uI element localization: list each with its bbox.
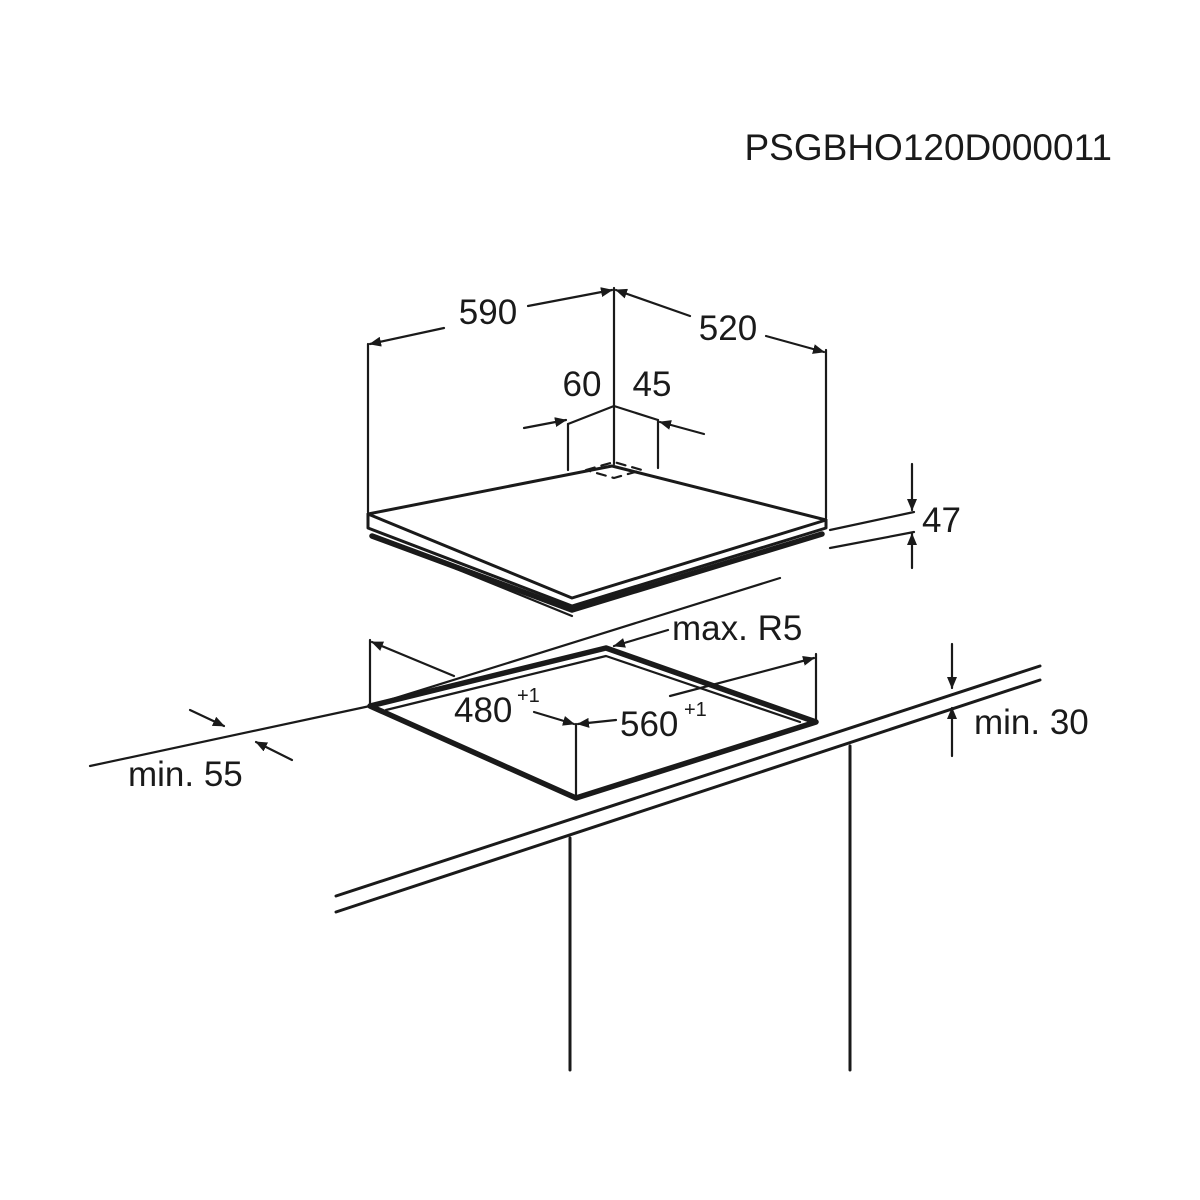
front-clearance-label: min. 55 <box>128 755 243 794</box>
cutout-dimension-lines <box>188 628 957 762</box>
depth-label: 520 <box>699 309 757 348</box>
cutout-width-tolerance: +1 <box>684 699 707 721</box>
worktop-thickness-label: min. 30 <box>974 703 1089 742</box>
inset-right-label: 45 <box>633 365 672 404</box>
cutout-depth-label: 480 <box>454 691 512 730</box>
document-code: PSGBHO120D000011 <box>745 127 1113 168</box>
height-label: 47 <box>922 501 961 540</box>
width-label: 590 <box>459 293 517 332</box>
worktop-cutout <box>367 638 819 801</box>
cutout-depth-tolerance: +1 <box>517 685 540 707</box>
cutout-width-label: 560 <box>620 705 678 744</box>
inset-left-label: 60 <box>563 365 602 404</box>
hob-appliance <box>366 460 828 618</box>
hob-dimension-lines <box>366 286 917 570</box>
worktop <box>88 576 1042 1072</box>
corner-radius-label: max. R5 <box>672 609 802 648</box>
